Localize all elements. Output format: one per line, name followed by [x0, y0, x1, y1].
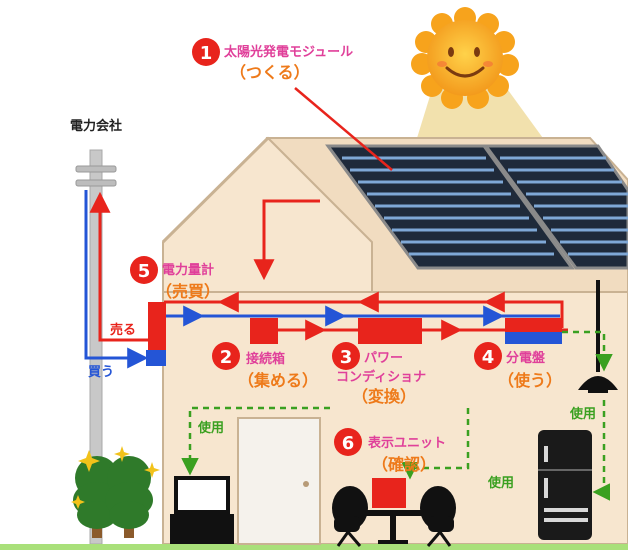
- company-label: 電力会社: [70, 118, 122, 134]
- number-badge-6: [334, 428, 362, 456]
- line-sell: [89, 191, 150, 342]
- label-use-left: 使用: [197, 420, 224, 436]
- number-badge-1: [192, 38, 220, 66]
- junction-box: [250, 318, 278, 344]
- label-use-right: 使用: [569, 406, 596, 422]
- label-buy: 買う: [88, 365, 114, 380]
- refrigerator-icon: [538, 430, 592, 540]
- display-unit: [372, 478, 406, 508]
- number-text-1: 1: [200, 43, 213, 64]
- line-use-tv: [181, 406, 330, 476]
- label-display-unit-role: （確認）: [372, 455, 436, 474]
- number-text-4: 4: [482, 347, 495, 368]
- power-meter: [148, 302, 166, 350]
- sparkle-icon: [71, 446, 160, 509]
- label-power-meter-role: （売買）: [156, 282, 220, 301]
- label-solar-module: 太陽光発電モジュール: [223, 44, 353, 60]
- number-text-5: 5: [138, 261, 151, 282]
- number-text-3: 3: [340, 347, 353, 368]
- label-power-conditioner-role: （変換）: [352, 387, 416, 406]
- label-use-bottom: 使用: [487, 475, 514, 491]
- number-badge-3: [332, 342, 360, 370]
- table-chairs-icon: [332, 486, 456, 547]
- number-badge-4: [474, 342, 502, 370]
- label-junction-box-role: （集める）: [238, 371, 318, 390]
- power-meter-base: [146, 350, 166, 366]
- line-use-lamp: [562, 330, 613, 372]
- line-buy: [84, 190, 149, 369]
- label-power-conditioner-1: パワー: [364, 351, 403, 366]
- ground: [0, 544, 628, 550]
- sun-icon: [411, 7, 519, 109]
- number-text-2: 2: [220, 347, 233, 368]
- line-use-display: [401, 408, 470, 480]
- label-solar-module-role: （つくる）: [230, 63, 310, 82]
- line-use-fridge: [592, 400, 610, 501]
- label-distribution-board: 分電盤: [506, 350, 546, 366]
- distribution-board: [505, 318, 562, 332]
- solar-panel-icon: [325, 144, 628, 270]
- distribution-board-base: [505, 332, 562, 344]
- label-display-unit: 表示ユニット: [367, 435, 446, 451]
- label-junction-box: 接続箱: [246, 351, 285, 367]
- power-conditioner: [358, 318, 422, 344]
- number-text-6: 6: [342, 433, 355, 454]
- label-distribution-board-role: （使う）: [498, 371, 562, 390]
- door-icon: [237, 417, 321, 545]
- tv-icon: [170, 476, 234, 544]
- label-power-conditioner-2: コンディショナ: [336, 369, 426, 385]
- line-solar-to-junction: [253, 199, 320, 281]
- number-badge-5: [130, 256, 158, 284]
- label-sell: 売る: [110, 322, 136, 338]
- number-badge-2: [212, 342, 240, 370]
- tree-icon: [73, 456, 153, 538]
- label-power-meter: 電力量計: [162, 262, 214, 278]
